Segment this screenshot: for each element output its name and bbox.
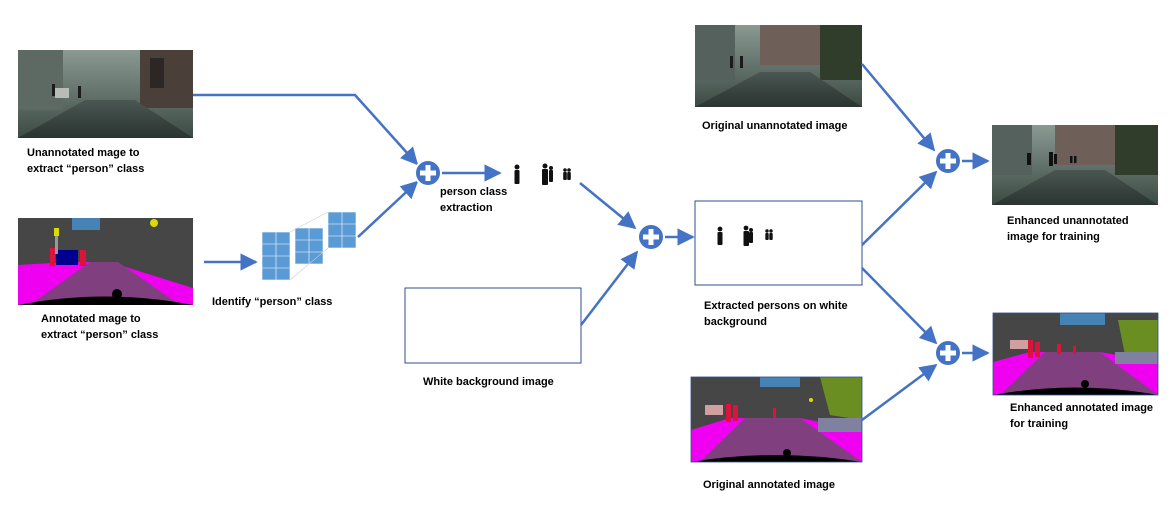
flow-arrows: [193, 63, 990, 422]
arrow-orig-unannotated-to-plus3: [861, 63, 936, 152]
original-unannotated-image: [695, 25, 862, 107]
label-orig-unannotated: Original unannotated image: [702, 120, 848, 132]
unannotated-source-image: [18, 50, 193, 138]
extracted-persons-image: [694, 200, 863, 286]
plus-circle-icon: [414, 159, 442, 187]
white-background-image: [404, 287, 582, 364]
arrow-persons-to-plus2: [579, 182, 637, 230]
person-silhouette-icon: [567, 168, 571, 180]
cnn-network-icon: [261, 211, 357, 281]
person-silhouette-icon: [749, 228, 753, 243]
label-person-extraction: person class extraction: [440, 186, 508, 214]
arrow-orig-annotated-to-plus4: [861, 363, 938, 422]
person-silhouette-icon: [563, 168, 567, 180]
arrow-whitebg-to-plus2: [580, 250, 639, 326]
enhanced-annotated-image: [992, 312, 1159, 396]
person-silhouettes-extraction: [514, 163, 571, 185]
plus-circle-icon: [934, 147, 962, 175]
label-enhanced-annotated: Enhanced annotated image for training: [1010, 402, 1154, 430]
person-silhouette-icon: [542, 163, 548, 185]
label-extracted-persons: Extracted persons on white background: [704, 300, 848, 328]
plus-circle-icon: [934, 339, 962, 367]
person-silhouette-icon: [743, 225, 749, 246]
label-annotated-source: Annotated mage to extract “person” class: [41, 313, 159, 341]
annotated-source-image: [18, 218, 193, 305]
plus-circle-icon: [637, 223, 665, 251]
person-silhouette-icon: [549, 166, 553, 182]
person-silhouette-icon: [717, 226, 723, 245]
label-unannotated-source: Unannotated mage to extract “person” cla…: [27, 147, 145, 175]
arrow-unannotated-to-plus1: [193, 93, 419, 166]
label-enhanced-unannotated: Enhanced unannotated image for training: [1007, 215, 1129, 243]
label-identify: Identify “person” class: [212, 296, 333, 308]
arrow-extracted-to-plus3: [861, 170, 938, 246]
enhanced-unannotated-image: [992, 125, 1158, 205]
arrow-cnn-to-plus1: [357, 180, 419, 238]
person-silhouette-icon: [769, 229, 773, 240]
person-silhouette-icon: [514, 164, 520, 184]
arrow-extracted-to-plus4: [861, 267, 938, 345]
label-orig-annotated: Original annotated image: [703, 479, 836, 491]
original-annotated-image: [690, 376, 863, 463]
label-white-bg: White background image: [423, 376, 554, 388]
person-silhouette-icon: [765, 229, 769, 240]
